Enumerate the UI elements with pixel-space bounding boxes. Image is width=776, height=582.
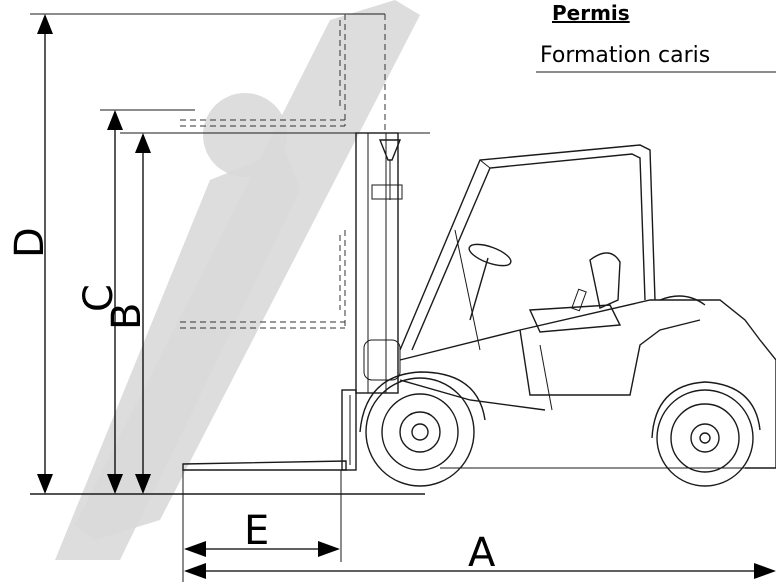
overhead-guard <box>399 144 656 351</box>
dimension-b-label: B <box>104 303 150 330</box>
watermark <box>55 0 420 560</box>
raised-fork <box>180 14 386 130</box>
dimension-c-label: C <box>76 284 122 312</box>
dimension-a-label: A <box>468 530 496 576</box>
front-wheel <box>359 371 486 487</box>
rear-wheel <box>651 381 761 487</box>
dimension-c <box>107 110 123 494</box>
dimension-b <box>135 133 151 494</box>
dimension-d <box>37 14 53 494</box>
mast <box>355 132 403 394</box>
section-heading: Permis <box>552 1 630 25</box>
dimension-d-label: D <box>7 227 53 258</box>
dimension-e-label: E <box>244 508 269 554</box>
section-subtext: Formation caris <box>540 43 710 68</box>
dimension-e <box>184 541 340 557</box>
dimension-a <box>184 563 776 579</box>
steering-and-seat <box>468 243 622 333</box>
truck-body <box>399 295 776 469</box>
mid-fork <box>180 230 346 329</box>
